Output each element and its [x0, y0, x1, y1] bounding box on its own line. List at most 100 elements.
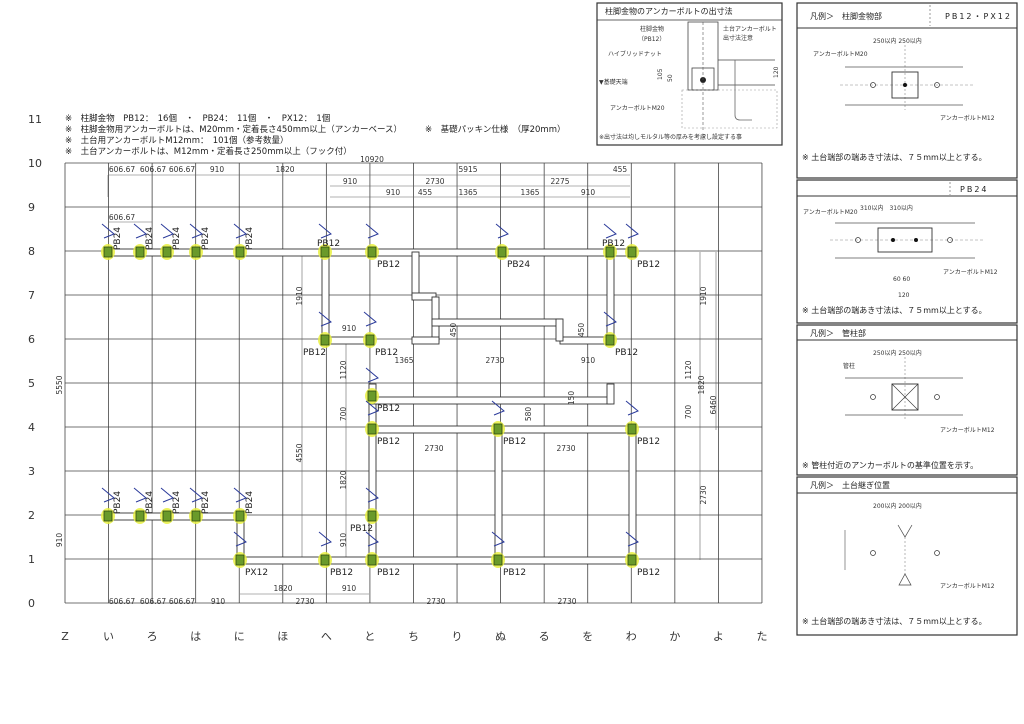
column-label: Z [61, 630, 69, 643]
column-label: か [669, 630, 680, 643]
column-base-marker: PB24 [495, 244, 530, 270]
column-base-marker: PB12 [491, 552, 526, 578]
row-label: 9 [28, 201, 35, 214]
column-base-marker: PB12 [603, 332, 638, 358]
legend-2-label-m20: アンカーボルトM20 [803, 208, 858, 216]
inset-hybrid-nut: ハイブリッドナット [608, 50, 662, 58]
column-base-marker: PB24 [233, 227, 255, 260]
marker-label: PB24 [245, 227, 255, 250]
column-base-marker: PB12 [365, 421, 400, 447]
foundation-beam [555, 318, 564, 342]
marker-label: PB12 [503, 568, 526, 578]
column-label: は [190, 630, 201, 643]
marker-label: PB12 [637, 568, 660, 578]
column-base-icon [367, 554, 377, 566]
column-label: い [103, 630, 114, 643]
column-base-icon [320, 246, 330, 258]
column-label: た [756, 630, 767, 643]
dimension-label: 700 [339, 407, 348, 422]
dimension-label: 1365 [394, 356, 413, 365]
legend-4-note: ※ 土台端部の端あき寸法は、７５mm以上とする。 [802, 616, 987, 626]
column-label: ろ [147, 630, 158, 643]
dimension-label: 580 [524, 407, 533, 422]
dimension-label: 1365 [520, 188, 539, 197]
column-base-icon [320, 334, 330, 346]
column-base-marker: PB12 [365, 244, 400, 270]
column-base-marker: PB12 [365, 388, 400, 414]
column-base-marker: PB12 [491, 421, 526, 447]
general-notes: ※ 柱脚金物 PB12： 16個 ・ PB24： 11個 ・ PX12： 1個 … [65, 113, 566, 157]
check-mark [318, 223, 332, 239]
legend-1-dims: 250以内 250以内 [873, 37, 922, 45]
row-label: 10 [28, 157, 42, 170]
dimension-label: 910 [386, 188, 401, 197]
dimension-label: 606.67 [140, 597, 166, 606]
column-base-icon [605, 246, 615, 258]
legend-2-dim-60: 60 60 [893, 276, 910, 283]
dimension-label: 910 [342, 324, 357, 333]
check-mark [625, 400, 639, 416]
foundation-beam [606, 251, 615, 343]
dimension-label: 2730 [485, 356, 504, 365]
note-anchor-m20: ※ 柱脚金物用アンカーボルトは、M20mm・定着長さ450mm以上（アンカーベー… [65, 124, 402, 135]
check-mark [363, 311, 377, 327]
note-anchor-m12-count: ※ 土台用アンカーボルトM12mm： 101個（参考数量） [65, 135, 288, 146]
column-base-marker: PB12 [625, 552, 660, 578]
column-base-marker: PB12 [350, 508, 379, 534]
check-mark [365, 367, 379, 383]
legend-4-dims: 200以内 200以内 [873, 502, 922, 510]
legend-2-label-m12: アンカーボルトM12 [943, 268, 998, 276]
dimension-label: 2730 [699, 485, 708, 504]
column-base-marker: PB12 [303, 332, 332, 358]
dimension-label: 910 [343, 177, 358, 186]
dimension-label: 2730 [557, 597, 576, 606]
column-base-marker: PB24 [189, 227, 211, 260]
legend-post: 凡例＞ 管柱部 250以内 250以内 管柱 アンカーボルトM12 ※ 管柱付近… [796, 324, 1018, 476]
inset-dim-105: 105 [657, 68, 664, 80]
legend-column-base: 凡例＞ 柱脚金物部 PB12・PX12 250以内 250以内 アンカーボルトM… [796, 2, 1018, 179]
row-label: 2 [28, 509, 35, 522]
marker-label: PB24 [172, 491, 182, 514]
foundation-beam [606, 383, 615, 405]
dimension-label: 910 [210, 165, 225, 174]
marker-label: PB12 [375, 348, 398, 358]
dimension-label: 450 [577, 323, 586, 338]
check-mark [160, 223, 174, 239]
check-mark [233, 223, 247, 239]
column-label: と [364, 630, 375, 643]
handwritten-check-marks [101, 223, 639, 547]
note-sill-anchor: ※ 土台アンカーボルトは、M12mm・定着長さ250mm以上（フック付） [65, 146, 352, 157]
column-label: わ [626, 630, 637, 643]
marker-label: PB24 [172, 227, 182, 250]
column-base-icon [627, 554, 637, 566]
check-mark [603, 223, 617, 239]
check-mark [101, 223, 115, 239]
check-mark [133, 487, 147, 503]
column-base-icon [367, 510, 377, 522]
foundation-beam [411, 336, 440, 345]
dimension-label: 6460 [709, 395, 718, 414]
dimension-label: 1820 [339, 470, 348, 489]
dimension-label: 606.67 [109, 597, 135, 606]
marker-label: PB12 [503, 437, 526, 447]
inset-dim-120: 120 [773, 66, 780, 78]
column-base-icon [320, 554, 330, 566]
check-mark [233, 531, 247, 547]
check-mark [625, 531, 639, 547]
marker-label: PB12 [637, 437, 660, 447]
marker-label: PB24 [245, 491, 255, 514]
column-base-icon [367, 246, 377, 258]
foundation-beam [321, 251, 330, 343]
dimension-label: 1120 [684, 360, 693, 379]
foundation-beam [494, 425, 503, 563]
marker-label: PB12 [377, 568, 400, 578]
marker-label: PB24 [201, 491, 211, 514]
row-label: 6 [28, 333, 35, 346]
column-base-icon [191, 510, 201, 522]
foundation-beam [628, 425, 637, 563]
column-base-icon [493, 554, 503, 566]
marker-label: PB24 [113, 491, 123, 514]
dimension-label: 910 [581, 356, 596, 365]
check-mark [318, 311, 332, 327]
column-base-icon [235, 246, 245, 258]
